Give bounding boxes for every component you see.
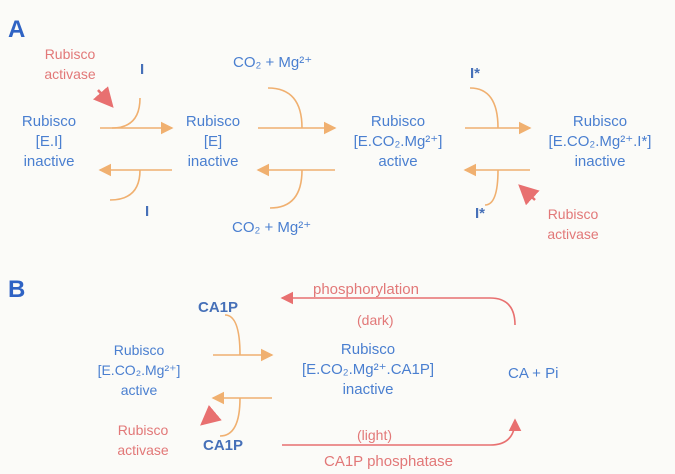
ca1p-top: CA1P (198, 299, 239, 316)
activase-label-bottom: Rubisco activase (547, 204, 598, 244)
activase-bottom-line-2: activase (547, 226, 599, 242)
state-e-i-formula: [E.I] (35, 133, 63, 150)
state-e-co2-mg-istar-status: inactive (574, 153, 626, 170)
state-e-co2-mg: Rubisco [E.CO₂.Mg²⁺] active (354, 112, 443, 172)
state-b-active-status: active (120, 382, 158, 398)
activase-line-2: activase (44, 66, 96, 82)
state-b-ca1p-name: Rubisco (340, 341, 396, 358)
inhibitor-i-bottom: I (145, 203, 150, 220)
dark-label: (dark) (357, 312, 394, 328)
inhibitor-i-top: I (140, 61, 145, 78)
state-b-ca1p-status: inactive (342, 381, 394, 398)
state-e-co2-mg-status: active (378, 153, 418, 170)
co2-mg-top: CO₂ + Mg²⁺ (233, 54, 313, 71)
activase-bottom-line-1: Rubisco (547, 206, 599, 222)
inhibitor-istar-top: I* (470, 65, 481, 82)
activase-b-line-2: activase (117, 442, 169, 458)
state-e-formula: [E] (203, 133, 223, 150)
co2-mg-bottom: CO₂ + Mg²⁺ (232, 219, 312, 236)
state-e-status: inactive (187, 153, 239, 170)
phosphorylation-label: phosphorylation (313, 281, 419, 298)
ca-pi-label: CA + Pi (508, 365, 559, 382)
ca1p-bottom: CA1P (203, 437, 244, 454)
state-e-co2-mg-name: Rubisco (370, 113, 426, 130)
state-b-active-name: Rubisco (113, 342, 165, 358)
inhibitor-istar-bottom: I* (475, 205, 486, 222)
panel-label-a: A (8, 16, 26, 43)
state-e-name: Rubisco (185, 113, 241, 130)
state-e-co2-mg-istar-name: Rubisco (572, 113, 628, 130)
state-b-active: Rubisco [E.CO₂.Mg²⁺] active (98, 340, 181, 400)
activase-line-1: Rubisco (44, 46, 96, 62)
panel-label-b: B (8, 276, 26, 303)
state-e: Rubisco [E] inactive (186, 112, 240, 172)
state-e-i-status: inactive (23, 153, 75, 170)
state-e-co2-mg-istar: Rubisco [E.CO₂.Mg²⁺.I*] inactive (549, 112, 652, 172)
activase-b-line-1: Rubisco (117, 422, 169, 438)
state-b-ca1p: Rubisco [E.CO₂.Mg²⁺.CA1P] inactive (302, 340, 434, 400)
state-e-i-name: Rubisco (21, 113, 77, 130)
state-b-ca1p-formula: [E.CO₂.Mg²⁺.CA1P] (301, 361, 435, 378)
state-e-i: Rubisco [E.I] inactive (22, 112, 76, 172)
light-label: (light) (357, 427, 393, 443)
activase-label-b: Rubisco activase (117, 420, 168, 460)
state-e-co2-mg-istar-formula: [E.CO₂.Mg²⁺.I*] (548, 133, 652, 150)
state-e-co2-mg-formula: [E.CO₂.Mg²⁺] (353, 133, 443, 150)
activase-label-top: Rubisco activase (44, 44, 95, 84)
state-b-active-formula: [E.CO₂.Mg²⁺] (97, 362, 181, 378)
phosphatase-label: CA1P phosphatase (324, 453, 453, 470)
